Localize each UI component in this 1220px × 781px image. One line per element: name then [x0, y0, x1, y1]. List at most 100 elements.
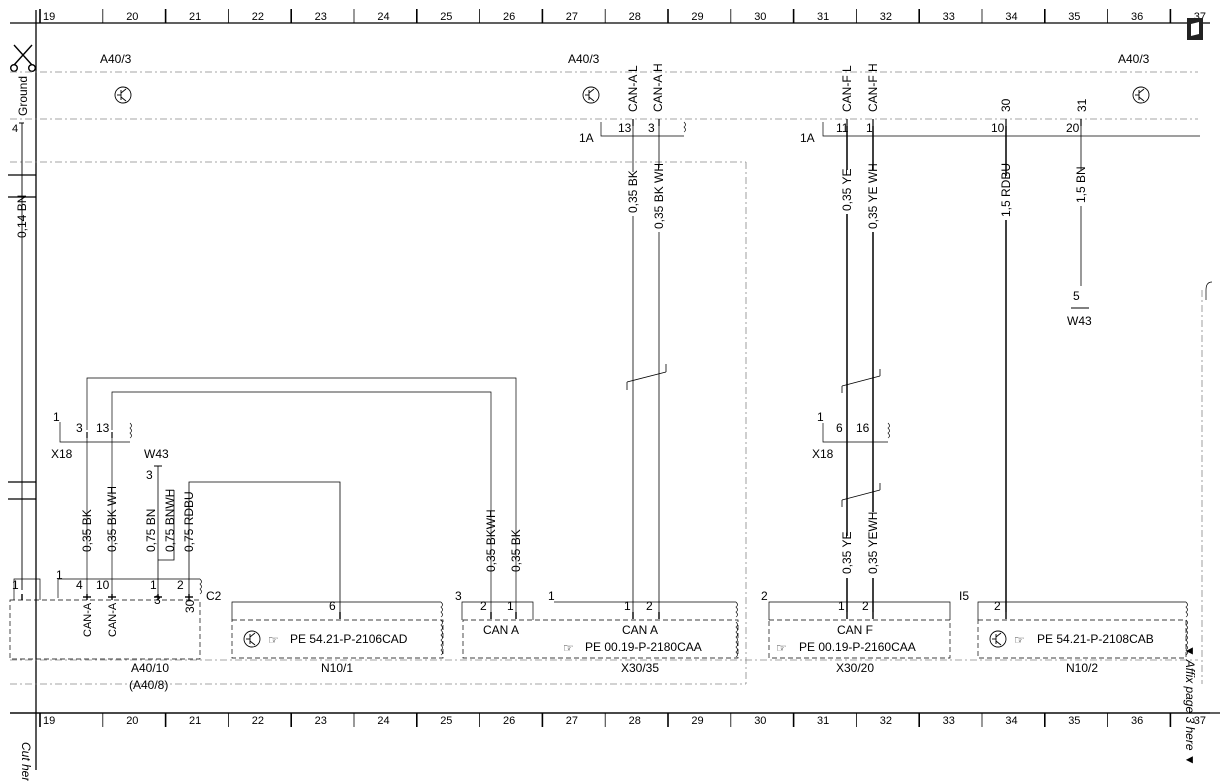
x30-35-pin1: 1: [548, 589, 555, 603]
pin-11-top: 11: [836, 121, 849, 135]
x30-20-pin2b: 2: [862, 599, 869, 613]
conn-1a-left: 1A: [579, 131, 594, 145]
ruler-number: 30: [754, 11, 766, 23]
x30-35-pin2b: 2: [646, 599, 653, 613]
ruler-number: 31: [817, 11, 829, 23]
ruler-number: 21: [189, 715, 201, 727]
ground-label: Ground: [16, 76, 30, 116]
x18-pin13-left: 13: [96, 421, 110, 435]
wire-label-bkwh-b: 0,35 BKWH: [484, 509, 498, 572]
wire-label-rdbu: 1,5 RDBU: [999, 163, 1013, 217]
hand-pointer-icon: ☞: [268, 633, 279, 647]
a40-10-pin10: 10: [96, 578, 110, 592]
ruler-number: 29: [691, 11, 703, 23]
a40-8-label: (A40/8): [129, 678, 168, 692]
x30-35-pin2a: 2: [480, 599, 487, 613]
can-f-l-label: CAN-F L: [840, 65, 854, 112]
wire-label-rdbu075: 0,75 RDBU: [182, 491, 196, 552]
ruler-number: 32: [880, 715, 892, 727]
ruler-number: 28: [629, 11, 641, 23]
wire-label-bk: 0,35 BK: [626, 170, 640, 213]
x18-pin6-right: 6: [836, 421, 843, 435]
a40-10-pin1a: 1: [12, 578, 19, 592]
ruler-number: 20: [126, 715, 138, 727]
wire-label-bn: 1,5 BN: [1074, 166, 1088, 203]
pe-2180-link[interactable]: PE 00.19-P-2180CAA: [585, 640, 702, 654]
ruler-number: 22: [252, 715, 264, 727]
transistor-icon: [1132, 86, 1150, 104]
ruler-number: 25: [440, 715, 452, 727]
pin-10-top: 10: [991, 121, 1005, 135]
ruler-number: 22: [252, 11, 264, 23]
wire-label-bkwh-left: 0,35 BK WH: [105, 486, 119, 552]
c2-label: C2: [206, 589, 222, 603]
wire-label-yewh: 0,35 YE WH: [866, 163, 880, 229]
ruler-number: 35: [1068, 715, 1080, 727]
ruler-number: 32: [880, 11, 892, 23]
can-a-l-label: CAN-A L: [626, 65, 640, 112]
wire-label-ye-b: 0,35 YE: [840, 532, 854, 574]
wire-label-bk-left: 0,35 BK: [80, 509, 94, 552]
can-a-label-2: CAN A: [622, 623, 658, 637]
n10-2-label: N10/2: [1066, 661, 1098, 675]
w43-right-label: W43: [1067, 314, 1092, 328]
ruler-number: 26: [503, 715, 515, 727]
transistor-icon: [989, 630, 1007, 648]
n10-2-box: [977, 619, 1187, 659]
a40-3-label-left: A40/3: [100, 52, 132, 66]
affix-page-label: ▼ Affix page 3 here ▼: [1183, 645, 1197, 766]
ruler-number: 35: [1068, 11, 1080, 23]
a40-10-pin1b: 1: [56, 568, 63, 582]
w43-left-label: W43: [144, 447, 169, 461]
ruler-number: 24: [377, 715, 389, 727]
cut-here-label: Cut here: [19, 742, 33, 781]
scissors-icon: [9, 44, 37, 72]
ruler-number: 26: [503, 11, 515, 23]
transistor-icon: [114, 86, 132, 104]
ruler-number: 21: [189, 11, 201, 23]
a40-10-pin4: 4: [76, 578, 83, 592]
w43-pin5: 5: [1073, 289, 1080, 303]
a40-10-pin1c: 1: [150, 578, 157, 592]
hand-pointer-icon: ☞: [563, 641, 574, 655]
pin-30-top: 30: [999, 98, 1013, 112]
ruler-number: 36: [1131, 11, 1143, 23]
ruler-number: 34: [1005, 715, 1017, 727]
conn-1a-right: 1A: [800, 131, 815, 145]
pin-13-top: 13: [618, 121, 632, 135]
can-a-label-1: CAN A: [483, 623, 519, 637]
n10-2-pin2: 2: [994, 599, 1001, 613]
transistor-icon: [582, 86, 600, 104]
ruler-number: 33: [943, 11, 955, 23]
wire-label-bkwh: 0,35 BK WH: [652, 163, 666, 229]
a40-3-label-right: A40/3: [1118, 52, 1150, 66]
ruler-number: 30: [754, 715, 766, 727]
x30-20-pin2: 2: [761, 589, 768, 603]
a40-10-pin2: 2: [177, 578, 184, 592]
ruler-number: 23: [315, 11, 327, 23]
ruler-number: 34: [1005, 11, 1017, 23]
w43-left-pin3: 3: [146, 468, 153, 482]
n10-1-box: [231, 619, 444, 659]
x18-pin3-left: 3: [76, 421, 83, 435]
a40-10-label: A40/10: [131, 661, 169, 675]
can-a-h-label: CAN-A H: [651, 63, 665, 112]
can-f-h-label: CAN-F H: [866, 63, 880, 112]
x18-pin1-right: 1: [817, 410, 824, 424]
wire-label-yewh-b: 0,35 YEWH: [866, 512, 880, 574]
pe-2108-link[interactable]: PE 54.21-P-2108CAB: [1037, 632, 1154, 646]
ruler-number: 27: [566, 11, 578, 23]
ruler-number: 36: [1131, 715, 1143, 727]
ruler-number: 28: [629, 715, 641, 727]
transistor-icon: [243, 630, 261, 648]
n10-1-label: N10/1: [321, 661, 353, 675]
ruler-number: 24: [377, 11, 389, 23]
pe-2106-link[interactable]: PE 54.21-P-2106CAD: [290, 632, 408, 646]
ruler-number: 31: [817, 715, 829, 727]
reference-lines: [10, 71, 1203, 685]
pe-2160-link[interactable]: PE 00.19-P-2160CAA: [799, 640, 916, 654]
n10-1-pin6: 6: [329, 599, 336, 613]
x30-35-pin3: 3: [455, 589, 462, 603]
ruler-number: 33: [943, 715, 955, 727]
